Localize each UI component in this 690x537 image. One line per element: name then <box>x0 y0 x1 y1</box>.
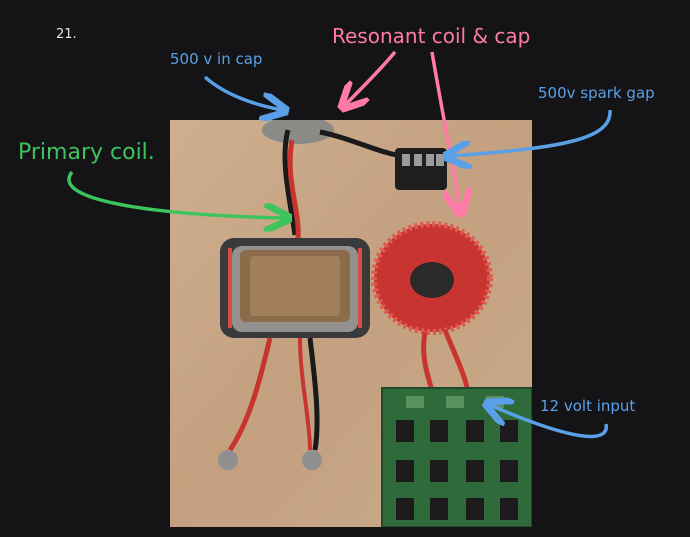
spark-gap-label: 500v spark gap <box>538 84 655 102</box>
cap-arrow <box>203 75 282 110</box>
input-arrow <box>490 405 608 439</box>
cap-label: 500 v in cap <box>170 50 263 68</box>
spark-gap-arrow <box>450 109 612 156</box>
slide-number: 21. <box>56 27 77 42</box>
primary-arrow <box>67 170 285 218</box>
input-label: 12 volt input <box>540 397 636 415</box>
resonant-label: Resonant coil & cap <box>332 24 531 48</box>
resonant-arrow-right <box>430 51 460 210</box>
resonant-arrow-left <box>345 50 397 105</box>
primary-label: Primary coil. <box>18 140 155 165</box>
circuit-photo <box>170 120 532 527</box>
